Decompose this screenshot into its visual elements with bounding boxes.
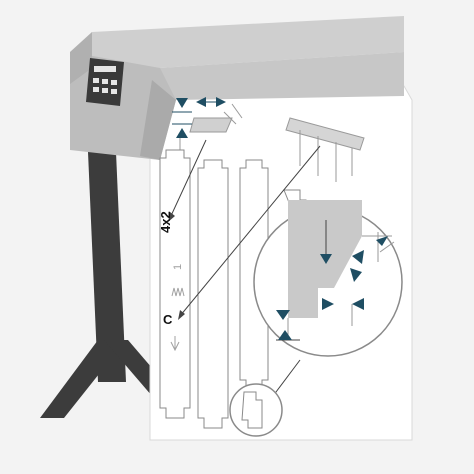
plotter-top-bar [160,52,404,100]
zoom-arrow-small [376,236,388,246]
profile-strip-1 [159,149,191,419]
leader-arrowheads [168,212,185,320]
zoom-arrow-left [352,298,364,310]
stand-foot-left [40,340,126,418]
small-cutter-block [179,103,243,150]
stand-column [88,152,126,382]
zoom-arrow-right-top [352,250,364,264]
zoom-arrow-right [322,298,334,310]
triangle-arrow-icon [172,97,226,138]
detail-circle-icon [229,383,283,437]
cutter-carriage [285,117,365,182]
zoom-arrow-right-mid [350,268,362,282]
quantity-label: 4x2 [158,211,173,233]
profile-strip-2 [197,159,229,429]
zoom-arrow-down-left [276,310,290,320]
profile-mark-label: 1 [172,263,184,270]
zoom-arrows [276,236,388,340]
profile-code-label: C [163,312,173,327]
plotter-top-face [92,16,404,68]
machine-stand [40,152,176,418]
zoom-arrow-up [278,330,292,340]
plotter-side-face [70,32,92,84]
plotter-arm-shadow [140,80,176,160]
profile-mark [170,287,185,352]
keypad-icon [86,58,124,106]
zoom-arrow-down [320,254,332,264]
